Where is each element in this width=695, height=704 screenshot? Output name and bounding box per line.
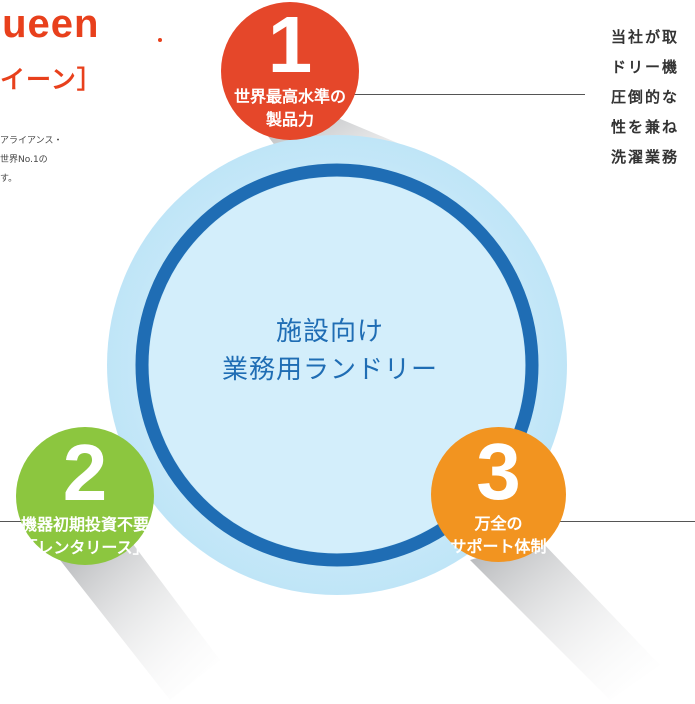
connector-line-3: [558, 521, 695, 522]
intro-line: す。: [0, 174, 18, 184]
feature-number: 2: [62, 428, 108, 517]
feature-caption: 万全の サポート体制: [450, 512, 546, 558]
feature-caption-line: 機器初期投資不要: [20, 515, 149, 534]
feature-caption: 世界最高水準の 製品力: [234, 85, 346, 131]
description-line: 性を兼ね: [611, 118, 680, 136]
blue-ring: [135, 163, 539, 567]
feature-caption-line: 「レンタリース」: [21, 538, 149, 557]
center-title-line: 施設向け: [275, 317, 384, 347]
feature-number: 1: [267, 0, 313, 89]
shadow-2: [60, 540, 220, 700]
connector-line-1: [352, 94, 585, 95]
feature-3-circle: 3 万全の サポート体制: [431, 427, 566, 562]
feature-caption-line: 万全の: [474, 513, 523, 533]
intro-line: 世界No.1の: [0, 155, 48, 165]
feature-2-circle: 2 機器初期投資不要 「レンタリース」: [16, 427, 154, 565]
description-text: 当社が取 ドリー機 圧倒的な 性を兼ね 洗濯業務: [611, 22, 695, 172]
brand-kana-title: イーン］: [0, 65, 103, 94]
feature-caption-line: 製品力: [265, 110, 314, 129]
brand-logo: Queen: [0, 2, 100, 46]
feature-caption-line: 世界最高水準の: [233, 87, 346, 106]
feature-1-circle: 1 世界最高水準の 製品力: [221, 2, 359, 140]
connector-line-2: [0, 521, 28, 522]
feature-caption: 機器初期投資不要 「レンタリース」: [21, 513, 149, 559]
description-line: 当社が取: [611, 28, 680, 46]
feature-caption-line: サポート体制: [450, 536, 547, 556]
description-line: ドリー機: [611, 58, 680, 76]
inner-disc: [149, 177, 525, 553]
feature-number: 3: [476, 426, 521, 516]
intro-text: アライアンス・ 世界No.1の す。: [0, 132, 100, 189]
intro-line: アライアンス・: [0, 136, 63, 146]
description-line: 洗濯業務: [611, 148, 680, 166]
shadow-3: [470, 540, 660, 700]
center-title-line: 業務用ランドリー: [221, 355, 438, 385]
description-line: 圧倒的な: [611, 88, 680, 106]
registered-mark-icon: [158, 38, 162, 42]
center-title: 施設向け 業務用ランドリー: [195, 313, 465, 389]
